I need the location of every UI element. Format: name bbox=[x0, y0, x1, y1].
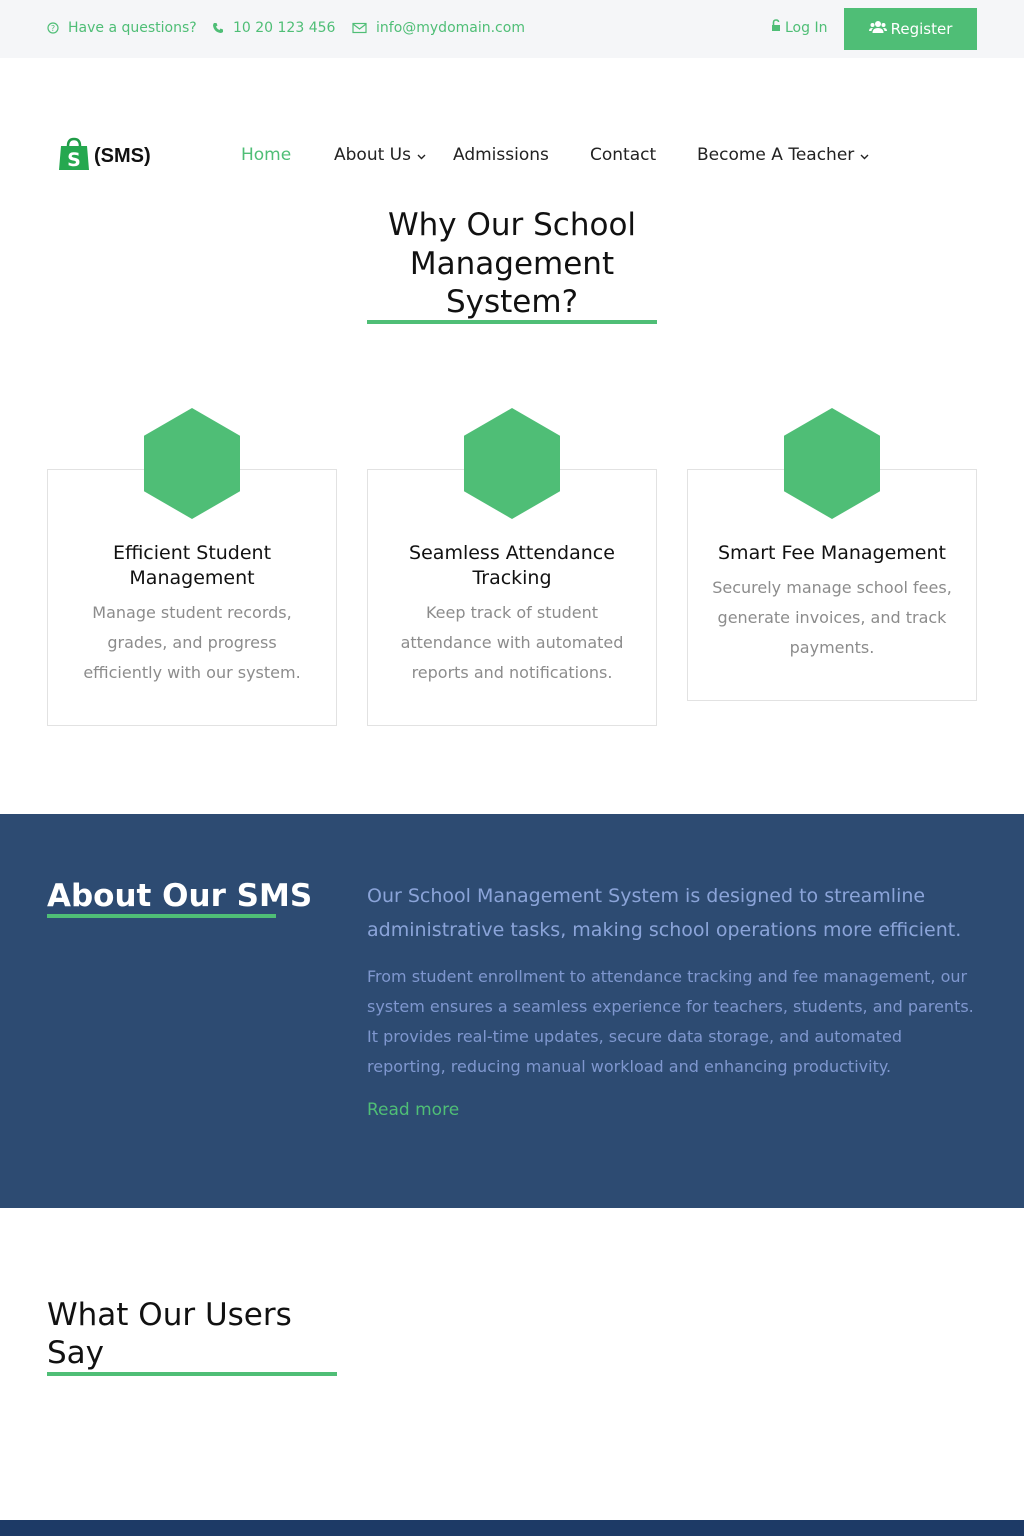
login-label: Log In bbox=[785, 19, 828, 36]
feature-card-title: Seamless Attendance Tracking bbox=[409, 542, 615, 589]
hexagon-icon bbox=[784, 408, 880, 523]
hexagon-icon bbox=[144, 408, 240, 523]
email-contact[interactable]: info@mydomain.com bbox=[352, 20, 525, 36]
unlock-icon bbox=[771, 19, 781, 36]
feature-card-description: Manage student records, grades, and prog… bbox=[83, 603, 301, 682]
about-section-title: About Our SMS bbox=[47, 878, 313, 914]
email-text: info@mydomain.com bbox=[376, 20, 525, 36]
phone-contact[interactable]: 10 20 123 456 bbox=[212, 20, 335, 36]
help-contact: ? Have a questions? bbox=[47, 20, 197, 36]
about-lead-text: Our School Management System is designed… bbox=[367, 885, 962, 941]
testimonials-title: What Our Users Say bbox=[47, 1297, 292, 1371]
phone-text: 10 20 123 456 bbox=[233, 20, 336, 36]
title-underline bbox=[47, 1372, 337, 1376]
nav-home[interactable]: Home bbox=[241, 145, 291, 165]
nav-teacher-label: Become A Teacher bbox=[697, 145, 855, 165]
nav-become-teacher[interactable]: Become A Teacher bbox=[697, 145, 869, 165]
envelope-icon bbox=[352, 22, 367, 34]
footer-banner-strip bbox=[0, 1520, 1024, 1536]
svg-text:S: S bbox=[67, 149, 81, 171]
read-more-link[interactable]: Read more bbox=[367, 1100, 460, 1120]
question-text: Have a questions? bbox=[68, 20, 197, 36]
feature-card-description: Securely manage school fees, generate in… bbox=[712, 578, 952, 657]
chevron-down-icon bbox=[860, 145, 869, 165]
site-logo[interactable]: S (SMS) bbox=[58, 137, 151, 175]
shopping-bag-icon: S bbox=[58, 137, 90, 175]
logo-text: (SMS) bbox=[94, 144, 151, 167]
nav-admissions-label: Admissions bbox=[453, 145, 549, 165]
feature-card-title: Efficient Student Management bbox=[112, 542, 272, 589]
feature-card-description: Keep track of student attendance with au… bbox=[400, 603, 624, 682]
title-underline bbox=[47, 914, 276, 918]
nav-contact[interactable]: Contact bbox=[590, 145, 656, 165]
nav-about-us[interactable]: About Us bbox=[334, 145, 426, 165]
about-section bbox=[0, 814, 1024, 1208]
nav-contact-label: Contact bbox=[590, 145, 657, 165]
nav-admissions[interactable]: Admissions bbox=[453, 145, 549, 165]
phone-icon bbox=[212, 22, 224, 34]
register-label: Register bbox=[890, 20, 953, 38]
feature-card-title: Smart Fee Management bbox=[718, 542, 946, 564]
svg-text:?: ? bbox=[51, 24, 55, 33]
about-body-text: From student enrollment to attendance tr… bbox=[367, 967, 974, 1076]
chevron-down-icon bbox=[417, 145, 426, 165]
top-bar: ? Have a questions? 10 20 123 456 info@m… bbox=[0, 0, 1024, 58]
login-link[interactable]: Log In bbox=[771, 19, 827, 36]
title-underline bbox=[367, 320, 657, 324]
hexagon-icon bbox=[464, 408, 560, 523]
register-button[interactable]: Register bbox=[844, 8, 977, 50]
nav-home-label: Home bbox=[241, 145, 292, 165]
nav-about-label: About Us bbox=[334, 145, 411, 165]
users-icon bbox=[868, 20, 887, 38]
why-section-title: Why Our School Management System? bbox=[387, 207, 637, 320]
question-circle-icon: ? bbox=[47, 22, 59, 34]
